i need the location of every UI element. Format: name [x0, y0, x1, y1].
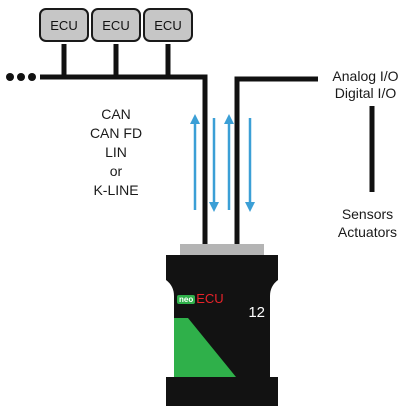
bus-continuation-dot-2 — [17, 73, 25, 81]
io-label-analog: Analog I/O — [332, 68, 399, 84]
io-line — [234, 76, 318, 246]
bus-protocol-label-1: CAN — [101, 106, 131, 122]
device-black-panel — [174, 295, 270, 377]
io-label-digital: Digital I/O — [334, 85, 397, 101]
bus-protocol-label-4: or — [109, 163, 123, 179]
neoecu-device — [166, 244, 278, 406]
peripheral-label-sensors: Sensors — [341, 206, 394, 222]
bus-protocol-label-2: CAN FD — [89, 125, 143, 141]
data-flow-arrows — [190, 114, 255, 212]
device-top-band — [166, 255, 278, 296]
ecu-box-1: ECU — [39, 8, 89, 42]
device-logo: neo ECU — [177, 291, 224, 306]
ecu-box-3: ECU — [143, 8, 193, 42]
bus-continuation-dot-3 — [28, 73, 36, 81]
main-bus-line — [40, 74, 208, 246]
bus-protocol-label-3: LIN — [105, 144, 127, 160]
ecu-box-2: ECU — [91, 8, 141, 42]
peripheral-label-actuators: Actuators — [337, 224, 398, 240]
device-connector-cap — [180, 244, 264, 255]
bus-protocol-label-5: K-LINE — [93, 182, 139, 198]
logo-prefix: neo — [177, 294, 196, 304]
device-model-number: 12 — [248, 304, 265, 321]
logo-name: ECU — [196, 291, 224, 306]
bus-continuation-dot-1 — [6, 73, 14, 81]
device-bottom-band — [166, 377, 278, 406]
bus-lines — [40, 44, 375, 246]
